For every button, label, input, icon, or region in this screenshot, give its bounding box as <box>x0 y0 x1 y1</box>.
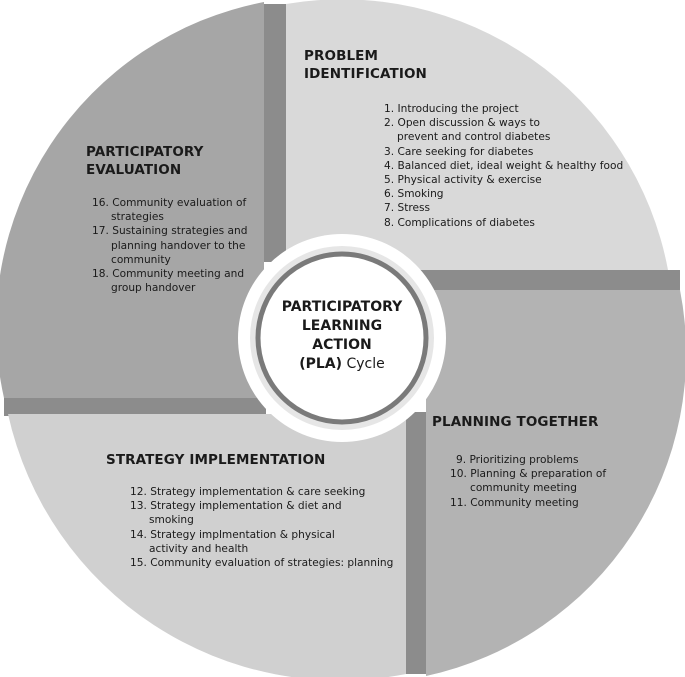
participatory-evaluation-title-line-1: PARTICIPATORY <box>86 144 204 160</box>
problem-identification-title-line-1: PROBLEM <box>304 48 379 64</box>
list-item: 3. Care seeking for diabetes <box>384 145 534 158</box>
list-item: 11. Community meeting <box>450 496 579 509</box>
strategy-implementation-list: 12. Strategy implementation & care seeki… <box>130 485 393 570</box>
list-item: 9. Prioritizing problems <box>456 454 579 466</box>
planning-together-list: 9. Prioritizing problems 10. Planning & … <box>450 453 606 510</box>
list-item: activity and health <box>149 542 249 555</box>
list-item: 10. Planning & preparation of <box>450 468 607 481</box>
list-item: group handover <box>111 282 196 295</box>
list-item: 14. Strategy implmentation & physical <box>130 528 335 541</box>
list-item: 12. Strategy implementation & care seeki… <box>130 486 366 498</box>
center-label: PARTICIPATORY LEARNING ACTION (PLA) Cycl… <box>262 298 422 374</box>
divider-shadow-top <box>264 4 286 262</box>
planning-together-title: PLANNING TOGETHER <box>432 414 599 430</box>
list-item: 4. Balanced diet, ideal weight & healthy… <box>384 159 624 172</box>
list-item: smoking <box>149 514 194 527</box>
divider-shadow-bottom <box>406 412 426 674</box>
center-line-4: (PLA) Cycle <box>262 355 422 374</box>
problem-identification-list: 1. Introducing the project 2. Open discu… <box>384 102 623 230</box>
list-item: community meeting <box>470 482 577 495</box>
list-item: 1. Introducing the project <box>384 103 519 115</box>
list-item: 13. Strategy implementation & diet and <box>130 500 342 513</box>
list-item: 5. Physical activity & exercise <box>384 174 542 187</box>
center-ring-stroke <box>255 251 429 425</box>
list-item: 7. Stress <box>384 202 431 215</box>
quadrant-strategy-implementation <box>8 414 406 677</box>
center-cycle-word: Cycle <box>342 356 385 372</box>
strategy-implementation-title: STRATEGY IMPLEMENTATION <box>106 452 326 468</box>
list-item: community <box>111 253 171 266</box>
list-item: planning handover to the <box>111 239 246 252</box>
list-item: 16. Community evaluation of <box>92 197 247 209</box>
participatory-evaluation-list: 16. Community evaluation of strategies 1… <box>92 196 247 295</box>
list-item: 18. Community meeting and <box>92 268 245 281</box>
list-item: 15. Community evaluation of strategies: … <box>130 557 394 570</box>
list-item: prevent and control diabetes <box>397 131 551 144</box>
list-item: 6. Smoking <box>384 188 444 201</box>
list-item: 8. Complications of diabetes <box>384 216 535 229</box>
divider-shadow-right <box>412 270 680 292</box>
participatory-evaluation-title-line-2: EVALUATION <box>86 162 182 178</box>
participatory-evaluation-title: PARTICIPATORY EVALUATION <box>86 143 204 179</box>
quadrant-problem-identification <box>286 0 668 270</box>
problem-identification-title-line-2: IDENTIFICATION <box>304 66 427 82</box>
center-line-1: PARTICIPATORY <box>281 299 403 315</box>
list-item: 17. Sustaining strategies and <box>92 225 248 238</box>
center-line-2: LEARNING <box>301 318 383 334</box>
divider-shadow-left <box>4 398 266 416</box>
problem-identification-title: PROBLEM IDENTIFICATION <box>304 47 427 83</box>
center-pla-abbrev: (PLA) <box>299 356 343 372</box>
quadrant-participatory-evaluation <box>0 2 264 398</box>
list-item: 2. Open discussion & ways to <box>384 117 540 130</box>
center-line-3: ACTION <box>312 337 372 353</box>
list-item: strategies <box>111 211 164 224</box>
quadrant-planning-together <box>426 290 685 676</box>
